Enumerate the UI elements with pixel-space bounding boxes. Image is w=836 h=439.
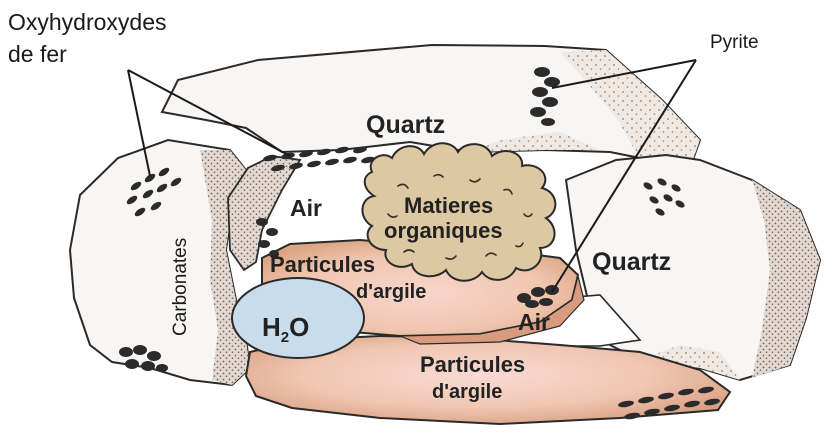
label-pyrite: Pyrite (710, 32, 759, 53)
label-quartz-top: Quartz (366, 111, 445, 139)
label-particules-lower: Particules (420, 352, 525, 377)
label-argile-upper: d'argile (356, 281, 426, 303)
label-particules-upper: Particules (270, 252, 375, 277)
label-air-left: Air (290, 195, 322, 221)
label-quartz-right: Quartz (592, 248, 671, 276)
label-carbonates: Carbonates (170, 238, 191, 336)
label-oxyhydroxydes: Oxyhydroxydes (8, 9, 167, 35)
carbonate-grain (70, 140, 250, 385)
label-de-fer: de fer (8, 41, 67, 67)
label-organiques: organiques (384, 218, 503, 243)
label-argile-lower: d'argile (432, 381, 502, 403)
label-water-o: O (289, 312, 309, 342)
label-water-sub: 2 (281, 329, 289, 346)
label-matieres: Matieres (404, 193, 493, 218)
label-water-h: H (262, 312, 281, 342)
label-air-bottom: Air (518, 309, 550, 335)
